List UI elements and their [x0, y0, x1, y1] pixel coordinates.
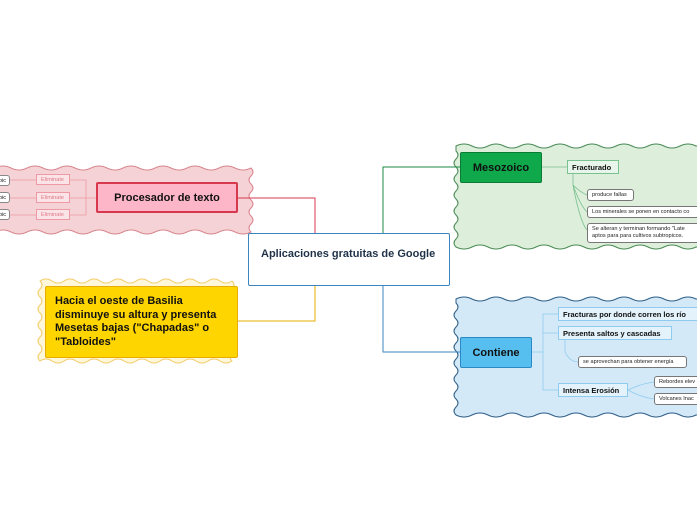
procesador-sub-2-label: Eliminate [41, 194, 65, 201]
connector-mesozoico [382, 166, 460, 233]
topic-hacia-oeste-label: Hacia el oeste de Basilia disminuye su a… [55, 295, 217, 348]
topic-mesozoico[interactable]: Mesozoico [460, 152, 542, 183]
mesozoico-leaf-alteran[interactable]: Se alteran y terminan formando "Late apt… [587, 223, 697, 243]
contiene-sub-fracturas[interactable]: Fracturas por donde corren los río [558, 307, 697, 321]
central-topic[interactable]: Aplicaciones gratuitas de Google [248, 233, 450, 286]
mesozoico-leaf-fallas[interactable]: produce fallas [587, 189, 634, 201]
procesador-sub-2[interactable]: Eliminate [36, 192, 70, 203]
mesozoico-leaf-minerales-label: Los minerales se ponen en contacto co [592, 208, 690, 215]
contiene-leaf-energia[interactable]: se aprovechan para obtener energía [578, 356, 687, 368]
mesozoico-sub-fracturado-label: Fracturado [572, 162, 612, 172]
topic-hacia-oeste[interactable]: Hacia el oeste de Basilia disminuye su a… [45, 286, 238, 358]
topic-procesador-label: Procesador de texto [114, 191, 220, 204]
procesador-leaf-3[interactable]: oic [0, 209, 10, 220]
contiene-leaf-energia-label: se aprovechan para obtener energía [583, 358, 674, 365]
contiene-leaf-volcanes-label: Volcanes Inac [659, 395, 694, 402]
contiene-leaf-volcanes[interactable]: Volcanes Inac [654, 393, 697, 405]
contiene-sub-erosion-label: Intensa Erosión [563, 385, 620, 395]
connector-procesador [238, 197, 316, 233]
connector-hacia [238, 286, 316, 322]
mesozoico-leaf-minerales[interactable]: Los minerales se ponen en contacto co [587, 206, 697, 218]
topic-procesador[interactable]: Procesador de texto [96, 182, 238, 213]
mesozoico-sub-fracturado[interactable]: Fracturado [567, 160, 619, 174]
mesozoico-leaf-fallas-label: produce fallas [592, 191, 627, 198]
procesador-leaf-1[interactable]: oic [0, 175, 10, 186]
procesador-sub-1-label: Eliminate [41, 176, 65, 183]
mesozoico-leaf-alteran-line2: aptos para para cultivos subtropicos. [592, 233, 684, 239]
procesador-sub-3[interactable]: Eliminate [36, 209, 70, 220]
procesador-sub-1[interactable]: Eliminate [36, 174, 70, 185]
topic-contiene[interactable]: Contiene [460, 337, 532, 368]
contiene-sub-saltos-label: Presenta saltos y cascadas [563, 328, 661, 338]
contiene-leaf-rebordes[interactable]: Rebordes elev [654, 376, 697, 388]
central-topic-label: Aplicaciones gratuitas de Google [261, 248, 436, 260]
contiene-sub-saltos[interactable]: Presenta saltos y cascadas [558, 326, 672, 340]
procesador-sub-3-label: Eliminate [41, 211, 65, 218]
contiene-sub-erosion[interactable]: Intensa Erosión [558, 383, 628, 397]
procesador-leaf-3-label: oic [0, 211, 6, 218]
procesador-leaf-2-label: oic [0, 194, 6, 201]
contiene-leaf-rebordes-label: Rebordes elev [659, 378, 696, 385]
topic-mesozoico-label: Mesozoico [472, 161, 530, 174]
procesador-leaf-2[interactable]: oic [0, 192, 10, 203]
topic-contiene-label: Contiene [472, 346, 520, 359]
mesozoico-leaf-alteran-line1: Se alteran y terminan formando "Late [592, 226, 685, 232]
contiene-sub-fracturas-label: Fracturas por donde corren los río [563, 309, 686, 319]
connector-contiene [382, 286, 460, 353]
procesador-leaf-1-label: oic [0, 177, 6, 184]
